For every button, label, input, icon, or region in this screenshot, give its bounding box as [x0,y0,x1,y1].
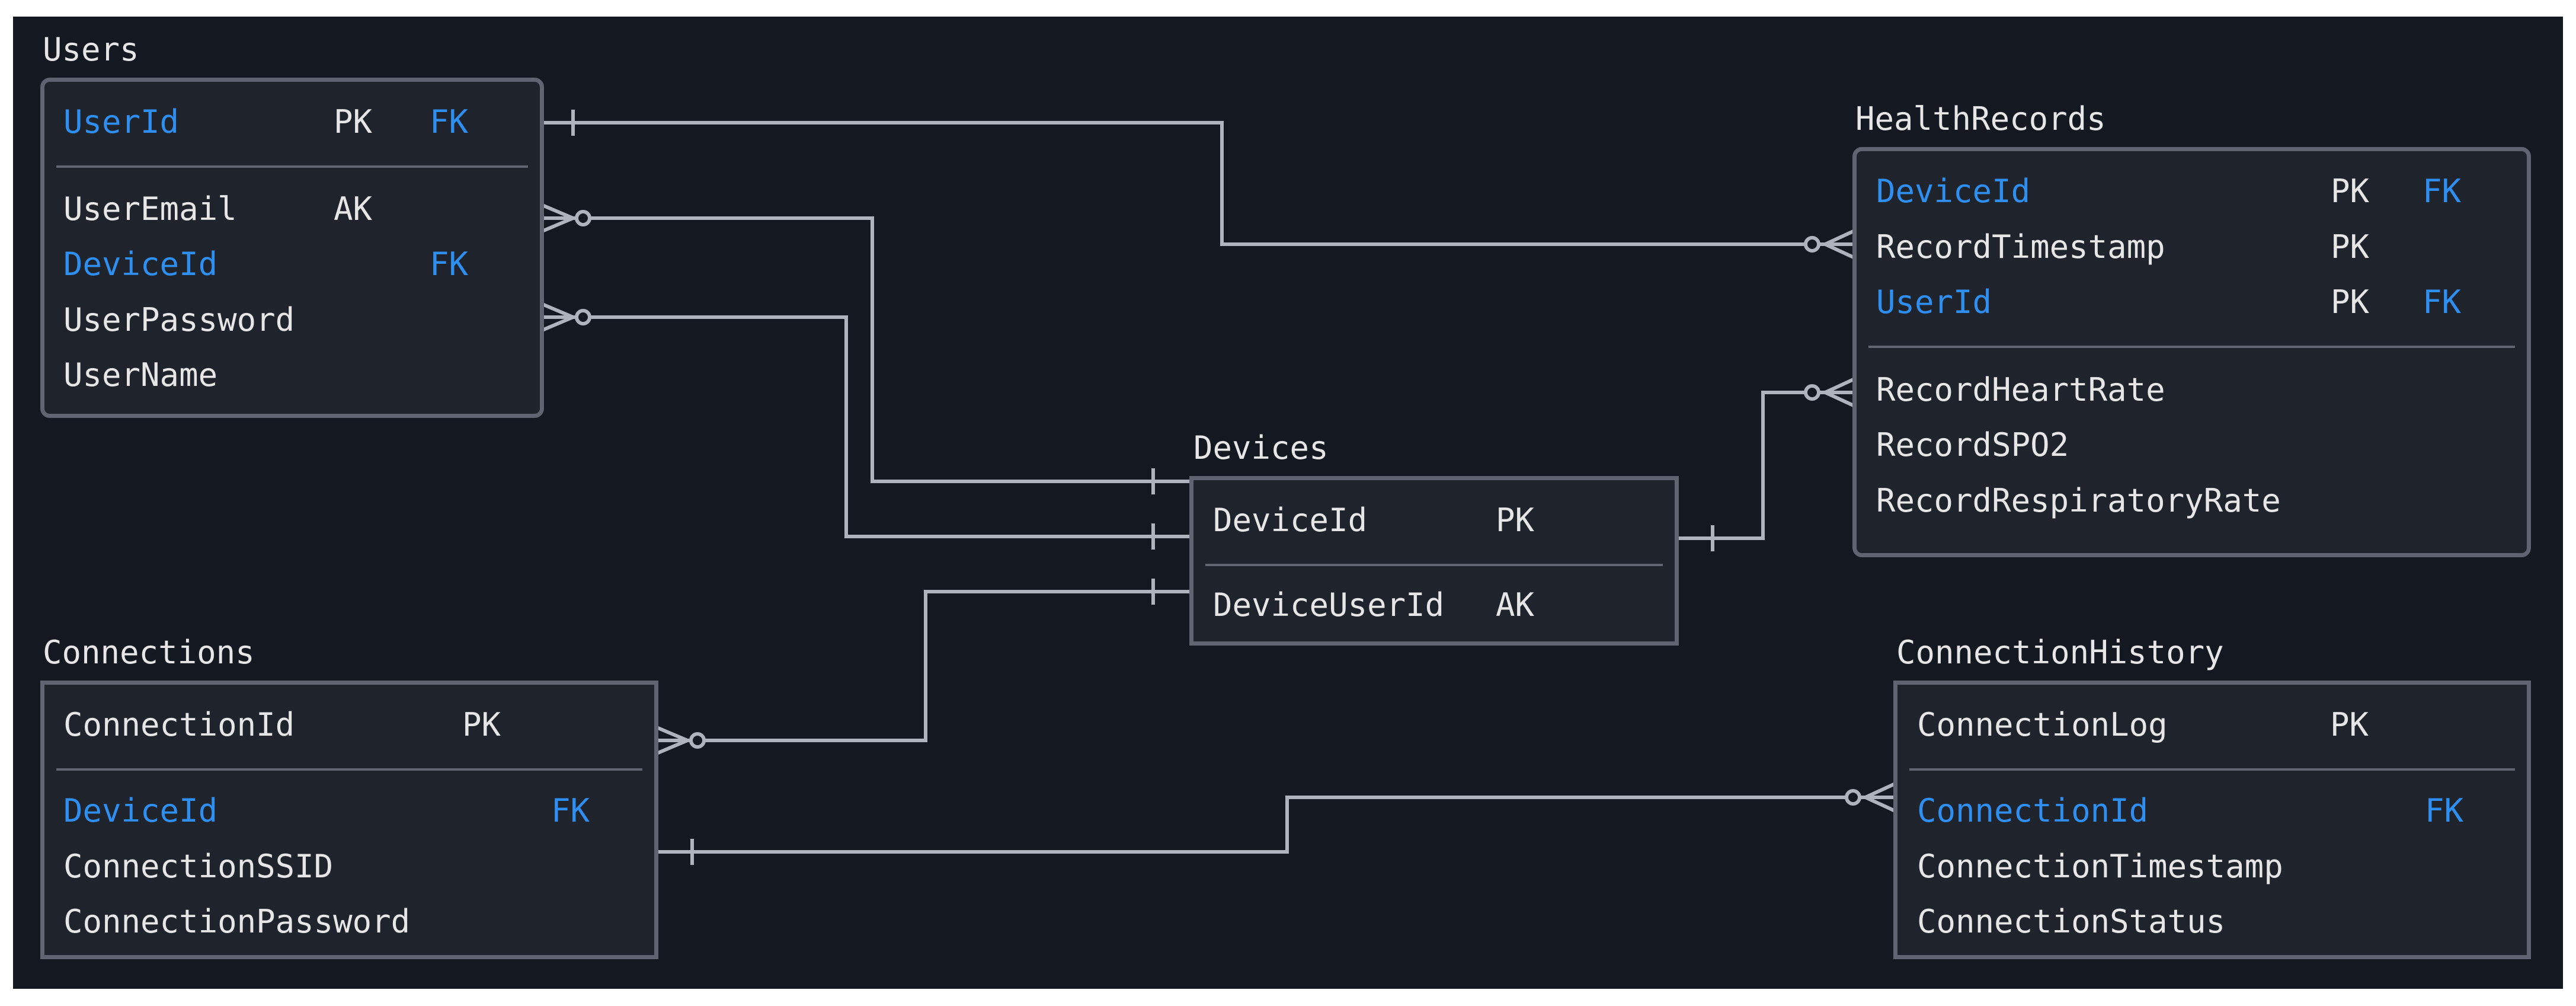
field-row: UserEmail AK [44,183,540,236]
field-row: DeviceId FK [44,784,654,838]
field-row: ConnectionLog PK [1897,698,2527,752]
entity-connections[interactable]: ConnectionId PK DeviceId FK ConnectionSS… [40,681,658,959]
field-row: UserPassword [44,293,540,347]
edge-connections-history-crow-foot [1864,781,1897,813]
field-fk-marker: FK [430,245,469,283]
field-name: DeviceId [1213,502,1368,539]
field-fk-marker: FK [2423,173,2462,210]
key-separator [1205,564,1663,566]
field-name: ConnectionPassword [63,903,411,940]
field-row: DeviceUserId AK [1193,579,1675,632]
edge-users-healthrecords [542,121,1856,246]
key-separator [56,165,528,168]
field-fk-marker: FK [2425,792,2464,829]
field-key-type: PK [2330,706,2369,743]
field-name: UserId [63,103,180,140]
field-name: UserEmail [63,190,237,228]
field-fk-marker: FK [2423,283,2462,321]
field-row: UserId PK FK [44,95,540,149]
edge-devices-healthrecords [1675,391,1856,540]
entity-title-devices: Devices [1193,429,1329,467]
field-name: ConnectionLog [1917,706,2168,743]
edge-users-email-devices [542,216,1190,483]
field-row: UserId PK FK [1857,276,2527,329]
field-fk-marker: FK [551,792,590,829]
field-name: RecordHeartRate [1876,371,2165,408]
field-name: DeviceId [63,245,218,283]
field-name: ConnectionSSID [63,848,334,885]
field-name: ConnectionId [1917,792,2149,829]
field-row: DeviceId PK FK [1857,165,2527,218]
field-name: RecordSPO2 [1876,426,2069,464]
entity-title-connections: Connections [43,634,255,671]
edge-connections-history-zero-mark [1845,789,1861,806]
edge-connections-devices [657,590,1190,742]
edge-users-deviceid-devices [542,315,1190,538]
entity-title-connectionhistory: ConnectionHistory [1896,634,2224,671]
field-key-type: PK [462,706,501,743]
field-name: UserId [1876,283,1992,321]
field-row: RecordHeartRate [1857,363,2527,417]
field-name: UserName [63,356,218,394]
field-key-type: AK [1496,586,1535,624]
key-separator [1868,346,2515,348]
field-row: ConnectionPassword [44,895,654,948]
field-fk-marker: FK [430,103,469,140]
field-key-type: PK [1496,502,1535,539]
field-name: RecordTimestamp [1876,228,2165,266]
field-row: ConnectionTimestamp [1897,840,2527,893]
field-key-type: PK [2331,228,2370,266]
entity-connectionhistory[interactable]: ConnectionLog PK ConnectionId FK Connect… [1893,681,2531,959]
field-row: UserName [44,349,540,402]
edge-users-deviceid-crow-foot [541,302,578,332]
edge-users-healthrecords-zero-mark [1804,236,1820,253]
edge-users-email-zero-mark [575,210,591,226]
field-row: ConnectionId FK [1897,784,2527,838]
edge-connections-zero-mark [689,732,706,749]
entity-title-healthrecords: HealthRecords [1855,100,2106,138]
entity-users[interactable]: UserId PK FK UserEmail AK DeviceId FK Us… [40,78,544,418]
edge-users-healthrecords-crow-foot [1824,228,1857,260]
field-row: RecordTimestamp PK [1857,221,2527,274]
field-key-type: PK [334,103,373,140]
edge-connections-crow-foot [655,726,692,755]
relationship-lines [541,110,1897,865]
field-row: ConnectionStatus [1897,895,2527,948]
edge-connections-history [657,796,1896,854]
edge-devices-healthrecords-crow-foot [1824,376,1857,408]
field-key-type: AK [334,190,373,228]
key-separator [56,768,642,771]
field-row: ConnectionSSID [44,840,654,893]
edge-users-email-crow-foot [541,203,578,233]
field-row: ConnectionId PK [44,698,654,752]
field-row: DeviceId FK [44,238,540,291]
entity-title-users: Users [43,31,139,68]
edge-devices-healthrecords-zero-mark [1804,384,1820,401]
field-name: RecordRespiratoryRate [1876,482,2281,519]
key-separator [1909,768,2515,771]
er-diagram: Users UserId PK FK UserEmail AK DeviceId… [13,17,2563,989]
field-name: ConnectionTimestamp [1917,848,2283,885]
field-name: ConnectionStatus [1917,903,2226,940]
field-name: ConnectionId [63,706,295,743]
field-key-type: PK [2331,173,2370,210]
field-key-type: PK [2331,283,2370,321]
field-name: DeviceId [63,792,218,829]
entity-healthrecords[interactable]: DeviceId PK FK RecordTimestamp PK UserId… [1852,147,2531,557]
field-row: RecordSPO2 [1857,419,2527,472]
field-name: UserPassword [63,301,295,338]
field-row: RecordRespiratoryRate [1857,474,2527,528]
field-name: DeviceId [1876,173,2031,210]
entity-devices[interactable]: DeviceId PK DeviceUserId AK [1189,476,1679,646]
field-name: DeviceUserId [1213,586,1445,624]
field-row: DeviceId PK [1193,494,1675,547]
edge-users-deviceid-zero-mark [575,309,591,325]
